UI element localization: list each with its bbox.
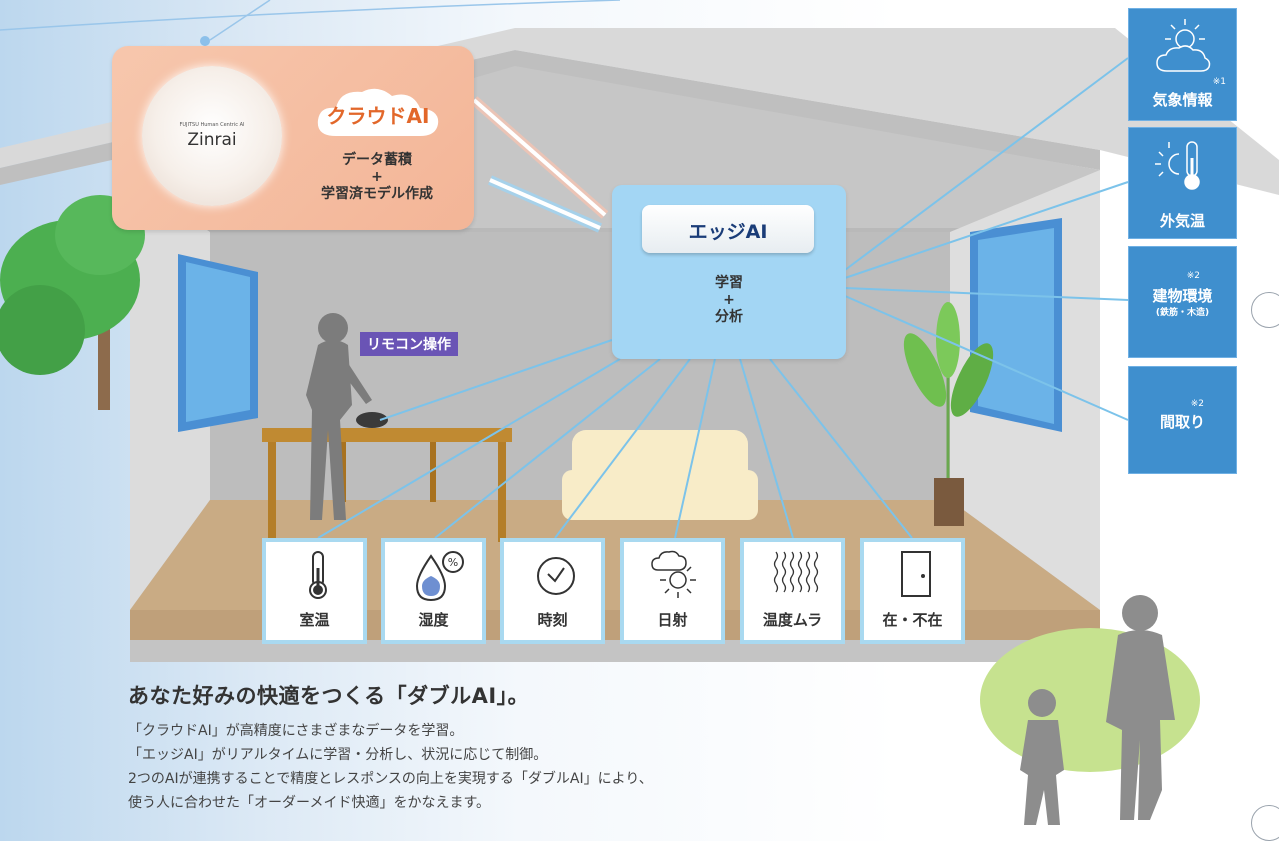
- edge-ai-panel: エッジAI 学習 + 分析: [612, 185, 846, 359]
- cloud-desc-plus: +: [371, 169, 383, 185]
- nav-circle-button-lower[interactable]: [1251, 805, 1279, 841]
- section-heading: あなた好みの快適をつくる「ダブルAI」。: [128, 684, 530, 708]
- cloud-ai-badge: クラウドAI: [312, 84, 444, 142]
- sensor-label: 日射: [657, 611, 688, 629]
- sensor-room-temperature: 室温: [262, 538, 367, 644]
- sensor-time: 時刻: [500, 538, 605, 644]
- weather-icon: [1156, 19, 1211, 72]
- thermometer-icon: [309, 551, 327, 599]
- remote-control-label: リモコン操作: [360, 332, 458, 356]
- person-silhouette: [306, 313, 372, 520]
- humidity-badge: %: [448, 556, 458, 569]
- zinrai-logo: FUJITSU Human Centric AI Zinrai: [142, 66, 282, 206]
- outdoor-temperature-icon: [1155, 141, 1200, 190]
- sensor-label: 温度ムラ: [762, 611, 823, 629]
- external-floor-plan: ※2 間取り: [1128, 366, 1237, 474]
- external-weather-info: ※1 気象情報: [1128, 8, 1237, 121]
- sensor-label: 時刻: [537, 611, 568, 629]
- external-building-environment: ※2 建物環境 (鉄筋・木造): [1128, 246, 1237, 358]
- heat-wave-icon: [773, 551, 819, 593]
- connector-lines: [317, 57, 1129, 539]
- sensor-label: 在・不在: [882, 611, 943, 629]
- external-label: 気象情報: [1152, 91, 1213, 109]
- zinrai-name: Zinrai: [187, 130, 237, 150]
- sensor-label: 湿度: [418, 611, 449, 629]
- cloud-desc-line1: データ蓄積: [342, 152, 412, 168]
- nav-circle-button[interactable]: [1251, 292, 1279, 328]
- edge-ai-title: エッジAI: [688, 221, 768, 243]
- zinrai-tagline: FUJITSU Human Centric AI: [179, 122, 245, 128]
- body-line: 使う人に合わせた「オーダーメイド快適」をかなえます。: [128, 795, 491, 811]
- edge-desc-plus: +: [723, 292, 735, 308]
- cloud-ai-description: データ蓄積 + 学習済モデル作成: [297, 152, 457, 203]
- section-body: 「クラウドAI」が高精度にさまざまなデータを学習。 「エッジAI」がリアルタイム…: [128, 719, 653, 815]
- sofa: [562, 430, 758, 520]
- door-icon: [901, 551, 931, 597]
- body-line: 2つのAIが連携することで精度とレスポンスの向上を実現する「ダブルAI」により、: [128, 771, 653, 787]
- air-conditioner-unit: エッジAI: [642, 205, 814, 253]
- family-silhouette: [1020, 595, 1175, 825]
- sensor-presence: 在・不在: [860, 538, 965, 644]
- humidity-drop-icon: %: [415, 551, 464, 602]
- sun-cloud-icon: [651, 550, 696, 598]
- cloud-ai-title: クラウドAI: [326, 104, 430, 128]
- edge-desc-line1: 学習: [715, 275, 743, 291]
- plant: [903, 302, 994, 526]
- sensor-label: 室温: [299, 611, 330, 629]
- external-sublabel: (鉄筋・木造): [1155, 308, 1210, 318]
- sensor-temperature-unevenness: 温度ムラ: [740, 538, 845, 644]
- external-label: 外気温: [1159, 212, 1205, 230]
- external-label: 間取り: [1159, 413, 1205, 431]
- floor-plan-note: ※2: [1190, 399, 1204, 409]
- body-line: 「クラウドAI」が高精度にさまざまなデータを学習。: [128, 723, 464, 739]
- weather-note: ※1: [1212, 77, 1226, 87]
- sensor-solar-radiation: 日射: [620, 538, 725, 644]
- edge-ai-description: 学習 + 分析: [612, 275, 846, 326]
- cloud-ai-panel: FUJITSU Human Centric AI Zinrai クラウドAI デ…: [112, 46, 474, 230]
- building-note: ※2: [1186, 271, 1200, 281]
- edge-desc-line2: 分析: [715, 309, 743, 325]
- sensor-humidity: % 湿度: [381, 538, 486, 644]
- cloud-desc-line2: 学習済モデル作成: [321, 186, 433, 202]
- clock-icon: [537, 557, 575, 595]
- cloud-icon: [317, 88, 439, 136]
- tree-left: [0, 195, 145, 410]
- decor-dot: [200, 36, 210, 46]
- body-line: 「エッジAI」がリアルタイムに学習・分析し、状況に応じて制御。: [128, 747, 548, 763]
- external-outdoor-temperature: 外気温: [1128, 127, 1237, 239]
- external-label: 建物環境: [1152, 287, 1213, 305]
